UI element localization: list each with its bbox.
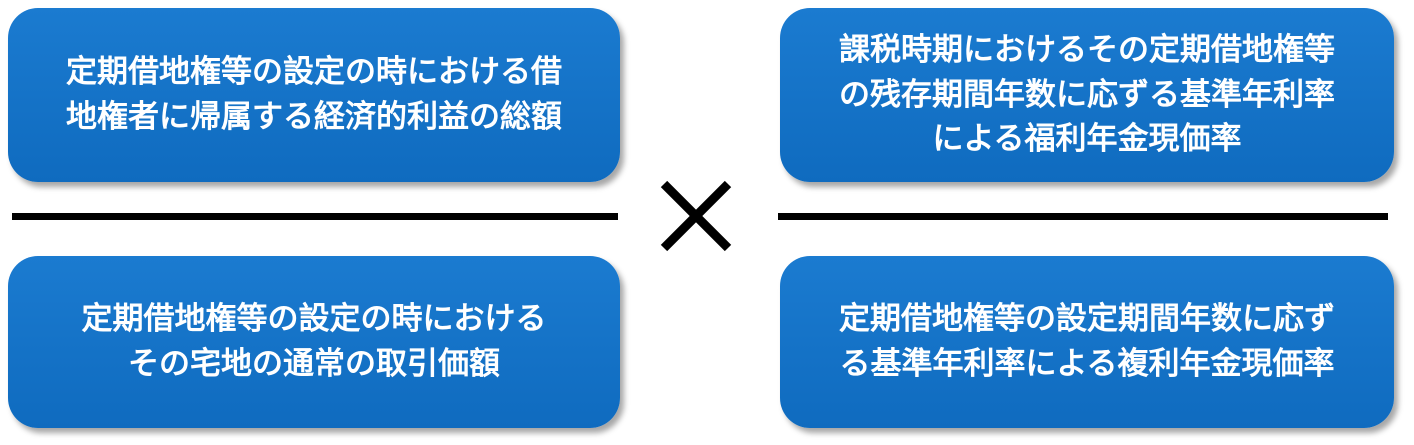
left-numerator-box: 定期借地権等の設定の時における借 地権者に帰属する経済的利益の総額 xyxy=(8,8,620,182)
right-numerator-line-2: の残存期間年数に応ずる基準年利率 xyxy=(839,76,1335,113)
left-numerator-line-1: 定期借地権等の設定の時における借 xyxy=(66,54,562,91)
right-fraction-bar xyxy=(778,213,1388,220)
multiplication-sign-icon xyxy=(660,180,732,252)
right-denominator-line-1: 定期借地権等の設定期間年数に応ず xyxy=(839,301,1335,338)
right-denominator-box: 定期借地権等の設定期間年数に応ず る基準年利率による複利年金現価率 xyxy=(780,256,1394,428)
right-numerator-line-3: による福利年金現価率 xyxy=(932,121,1242,158)
right-denominator-line-2: る基準年利率による複利年金現価率 xyxy=(839,346,1335,382)
left-denominator-line-1: 定期借地権等の設定の時における xyxy=(81,301,547,338)
right-numerator-line-1: 課税時期におけるその定期借地権等 xyxy=(839,31,1335,68)
left-denominator-text: 定期借地権等の設定の時における その宅地の通常の取引価額 xyxy=(82,297,547,387)
right-numerator-text: 課税時期におけるその定期借地権等 の残存期間年数に応ずる基準年利率 による福利年… xyxy=(839,28,1335,163)
right-denominator-text: 定期借地権等の設定期間年数に応ず る基準年利率による複利年金現価率 xyxy=(839,297,1335,387)
left-numerator-text: 定期借地権等の設定の時における借 地権者に帰属する経済的利益の総額 xyxy=(66,50,562,140)
left-denominator-line-2: その宅地の通常の取引価額 xyxy=(128,346,500,382)
right-numerator-box: 課税時期におけるその定期借地権等 の残存期間年数に応ずる基準年利率 による福利年… xyxy=(780,8,1394,182)
left-fraction-bar xyxy=(12,213,618,220)
left-numerator-line-2: 地権者に帰属する経済的利益の総額 xyxy=(66,99,562,135)
left-denominator-box: 定期借地権等の設定の時における その宅地の通常の取引価額 xyxy=(8,256,620,428)
